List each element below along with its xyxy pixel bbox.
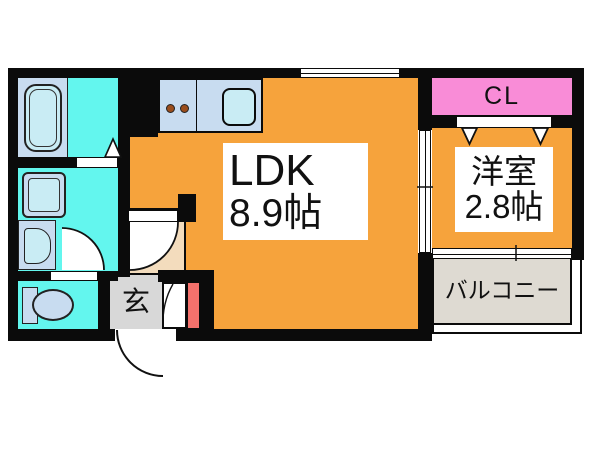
wall-entrance-top	[158, 270, 214, 282]
wall-bath-right	[118, 68, 130, 277]
wall-entrance-right	[200, 282, 214, 341]
balcony: バルコニー	[432, 256, 572, 325]
western-name: 洋室	[471, 152, 537, 190]
wall-bath-washroom	[18, 157, 118, 168]
wall-left	[8, 68, 18, 341]
ldk-size: 8.9帖	[229, 192, 323, 236]
entrance-floor: 玄	[110, 275, 162, 329]
stove-burner-icon	[180, 104, 189, 113]
bathroom-door-opening	[76, 157, 118, 168]
western-size: 2.8帖	[464, 187, 544, 225]
closet-door-opening	[456, 116, 552, 128]
kitchen-sink-icon	[222, 88, 256, 126]
closet-label: CL	[484, 82, 520, 111]
window-western-balcony	[432, 248, 572, 259]
wall-ldk-western-bottom	[418, 253, 432, 341]
toilet-bowl-icon	[32, 289, 74, 321]
washbasin-icon	[18, 220, 56, 270]
hall-floor	[130, 222, 186, 275]
wall-ldk-western-top	[418, 68, 432, 130]
entrance-label: 玄	[121, 286, 150, 318]
entrance-opening	[115, 329, 176, 341]
entrance-door-leaf	[162, 282, 187, 329]
window-ldk-top	[300, 68, 400, 78]
entrance-door-red-strip	[187, 282, 200, 329]
bathtub-icon	[24, 84, 62, 152]
hall-door-leaf	[128, 210, 178, 222]
balcony-label: バルコニー	[444, 277, 560, 304]
washing-machine-icon	[22, 172, 66, 218]
wall-toilet-right	[98, 272, 110, 341]
ldk-label-box: LDK 8.9帖	[223, 143, 368, 240]
wall-top	[8, 68, 584, 78]
stove-burner-icon	[166, 104, 175, 113]
ldk-name: LDK	[229, 145, 315, 195]
toilet-door-opening	[50, 271, 98, 281]
wall-bottom	[8, 329, 432, 341]
wall-hall-entrance-thin	[110, 273, 186, 275]
western-label-box: 洋室 2.8帖	[455, 147, 553, 232]
sliding-door-western	[419, 130, 431, 253]
kitchen-counter-divider	[196, 80, 197, 131]
wall-right	[572, 68, 584, 260]
closet-cl: CL	[432, 78, 572, 115]
wall-hall-stub	[178, 194, 196, 222]
wall-hall-ldk-thin	[184, 222, 186, 277]
